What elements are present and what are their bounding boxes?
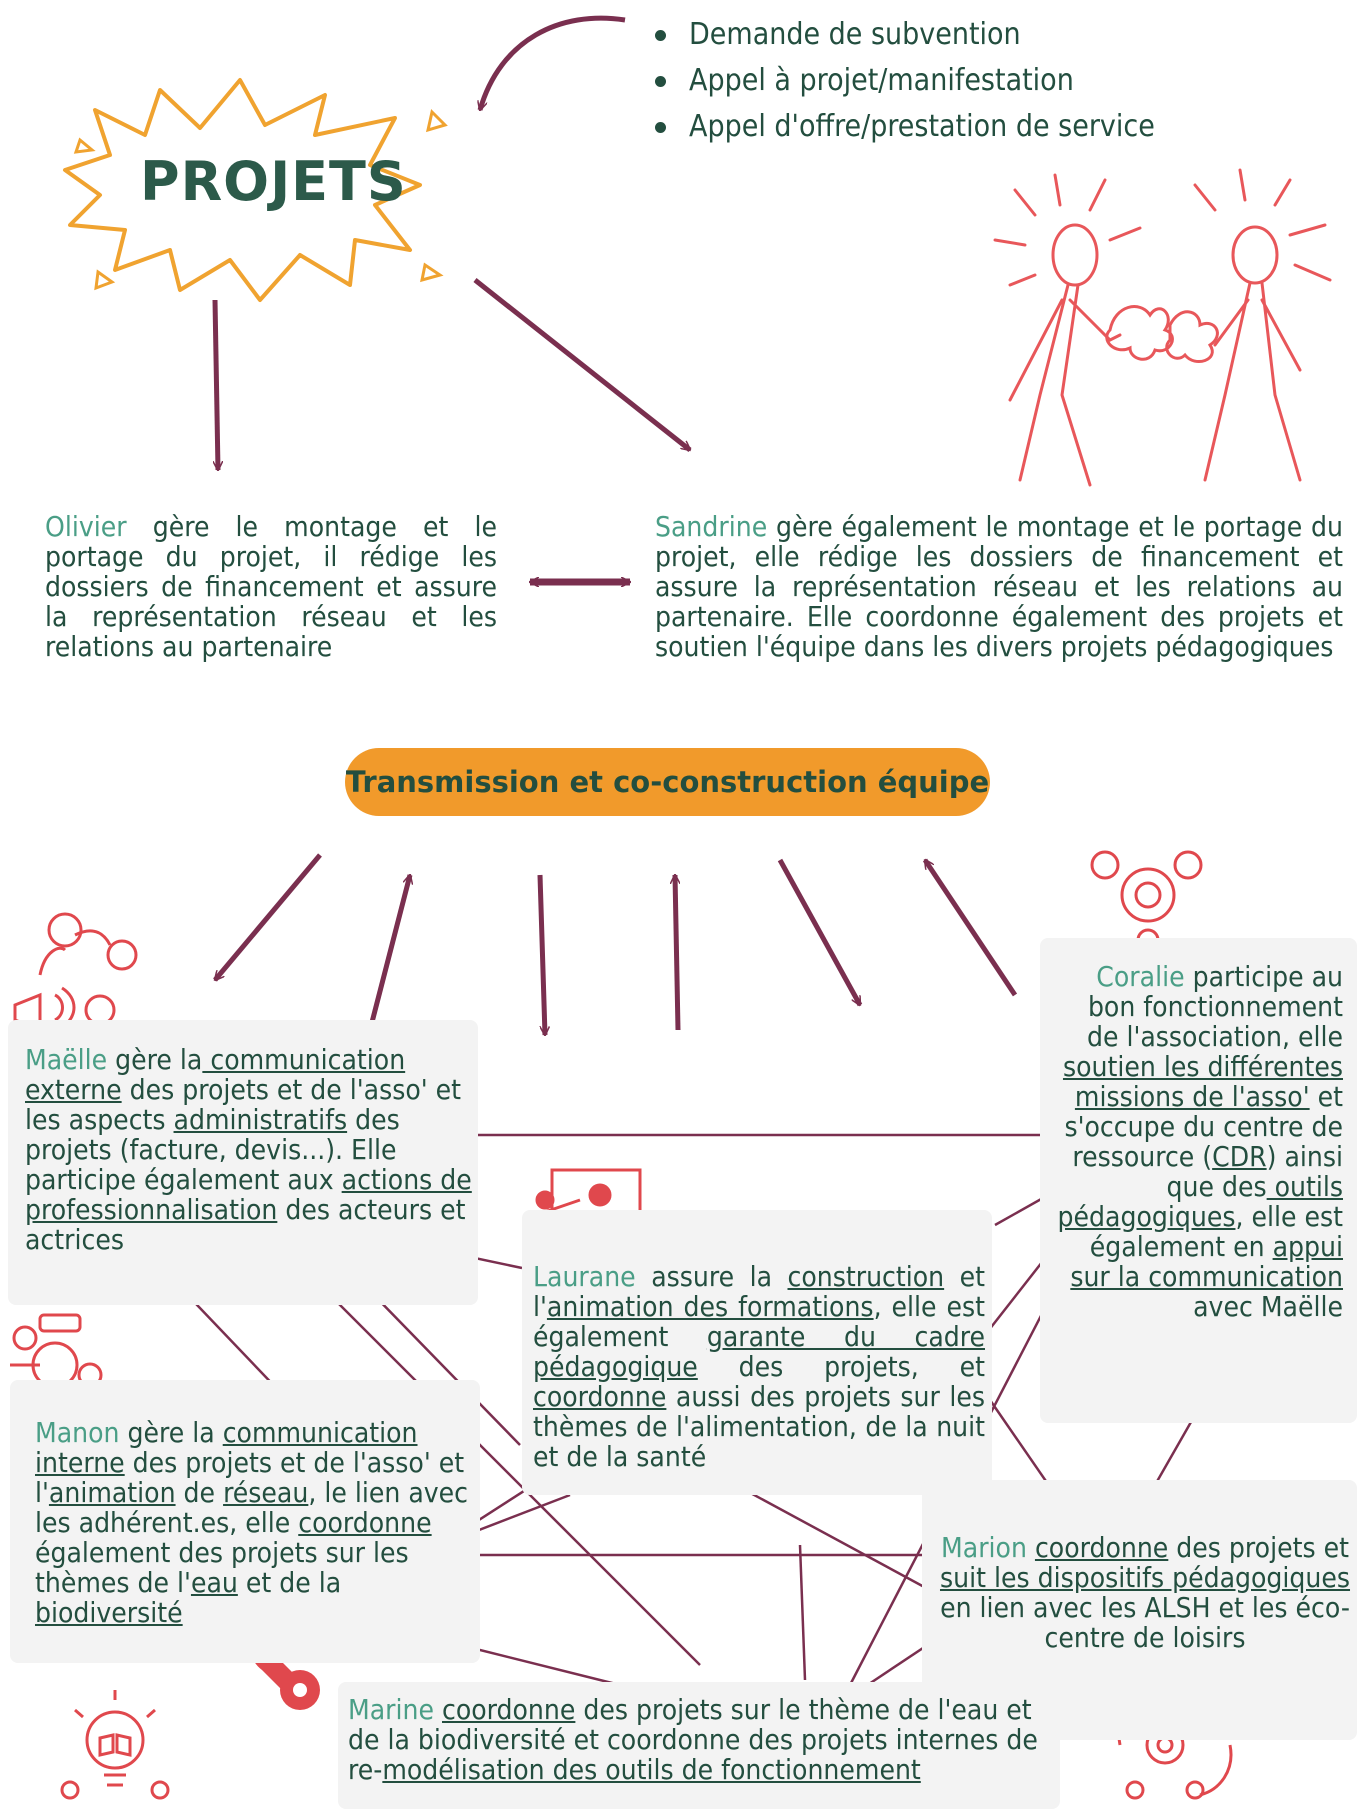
- underlined-text: animation: [48, 1476, 176, 1509]
- underlined-text: soutien les différentes missions de l'as…: [1062, 1050, 1343, 1113]
- starburst-tick: [425, 109, 448, 133]
- person-name: Sandrine: [655, 510, 768, 543]
- underlined-text: eau: [190, 1566, 238, 1599]
- text: des projets, et: [697, 1350, 985, 1383]
- underlined-text: suit les dispositifs pédagogiques: [939, 1561, 1351, 1594]
- text: gère la: [119, 1416, 223, 1449]
- person-name: Marion: [941, 1531, 1027, 1564]
- person-name: Laurane: [533, 1260, 636, 1293]
- underlined-text: CDR: [1212, 1140, 1267, 1173]
- underlined-text: appui sur la communication: [1070, 1230, 1343, 1293]
- arrow-down-center: [537, 874, 545, 1035]
- bullet-item: Demande de subvention: [655, 12, 1155, 58]
- text: assure la: [635, 1260, 788, 1293]
- text: et de la: [237, 1566, 342, 1599]
- projets-title: PROJETS: [140, 150, 407, 213]
- marion-description: Marion coordonne des projets et suit les…: [935, 1533, 1355, 1653]
- underlined-text: coordonne: [298, 1506, 432, 1539]
- transmission-label: Transmission et co-construction équipe: [345, 765, 990, 799]
- arrow-to-olivier: [212, 299, 218, 470]
- person-name: Manon: [35, 1416, 120, 1449]
- underlined-text: coordonne: [442, 1693, 576, 1726]
- team-figures-illustration: [993, 168, 1332, 487]
- underlined-text: garante du cadre pédagogique: [533, 1320, 985, 1383]
- starburst-shape: [63, 78, 422, 302]
- laurane-description: Laurane assure la construction et l'anim…: [533, 1262, 985, 1472]
- person-name: Olivier: [45, 510, 127, 543]
- arrow-down-left: [213, 853, 322, 980]
- person-name: Coralie: [1096, 960, 1185, 993]
- laurane-card: [522, 1210, 992, 1495]
- person-name: Marine: [348, 1693, 434, 1726]
- arrow-up-left: [367, 875, 410, 1031]
- text: gère la: [107, 1043, 203, 1076]
- text: , elle est également en: [1089, 1200, 1343, 1263]
- arrow-up-right: [922, 860, 1018, 997]
- description-text: gère également le montage et le portage …: [655, 510, 1343, 663]
- text: aussi des projets sur les thèmes de l'al…: [533, 1380, 985, 1473]
- text: participe au bon fonctionnement de l'ass…: [1086, 960, 1343, 1053]
- bullet-item: Appel à projet/manifestation: [655, 58, 1155, 104]
- manon-description: Manon gère la communication interne des …: [35, 1418, 475, 1628]
- funding-types-list: Demande de subvention Appel à projet/man…: [655, 12, 1155, 150]
- text: également des projets sur les thèmes de …: [35, 1536, 409, 1599]
- text: [1027, 1531, 1035, 1564]
- underlined-text: outils pédagogiques: [1057, 1170, 1343, 1233]
- arrow-up-center: [675, 875, 681, 1031]
- bullet-item: Appel d'offre/prestation de service: [655, 104, 1155, 150]
- curved-arrow: [480, 15, 626, 110]
- text: des projets et: [1168, 1531, 1349, 1564]
- marine-description: Marine coordonne des projets sur le thèm…: [348, 1695, 1054, 1785]
- underlined-text: communication interne: [35, 1416, 418, 1479]
- text: des acteurs et actrices: [25, 1193, 466, 1256]
- starburst-tick: [94, 269, 116, 291]
- underlined-text: coordonne: [533, 1380, 667, 1413]
- arrow-to-sandrine: [473, 278, 690, 452]
- text: des projets et de l'asso' et les aspects: [25, 1073, 462, 1136]
- maelle-card: [8, 1020, 478, 1305]
- lightbulb-book-icon: [60, 1690, 170, 1800]
- text: [434, 1693, 442, 1726]
- underlined-text: réseau: [223, 1476, 309, 1509]
- text: , elle est également: [533, 1290, 985, 1353]
- underlined-text: biodiversité: [35, 1596, 183, 1629]
- text: , le lien avec les adhérent.es, elle: [35, 1476, 469, 1539]
- text: en lien avec les ALSH et les éco-centre …: [940, 1591, 1350, 1654]
- text: et l': [533, 1260, 986, 1323]
- sandrine-description: Sandrine gère également le montage et le…: [655, 512, 1343, 662]
- underlined-text: coordonne: [1034, 1531, 1169, 1564]
- text: ) ainsi que des: [1166, 1140, 1343, 1203]
- person-name: Maëlle: [25, 1043, 108, 1076]
- underlined-text: construction: [787, 1260, 945, 1293]
- manon-card: [10, 1380, 480, 1663]
- underlined-text: administratifs: [173, 1103, 348, 1136]
- text: des projets (facture, devis...). Elle pa…: [25, 1103, 400, 1196]
- underlined-text: communication externe: [25, 1043, 406, 1106]
- coralie-card: [1040, 938, 1357, 1423]
- starburst-tick: [420, 262, 444, 283]
- starburst-tick: [73, 137, 96, 154]
- text: des projets sur le thème de l'eau et de …: [348, 1693, 1038, 1786]
- description-text: gère le montage et le portage du projet,…: [45, 510, 497, 663]
- transmission-banner: Transmission et co-construction équipe: [345, 748, 990, 816]
- marine-card: [338, 1682, 1060, 1809]
- text: avec Maëlle: [1193, 1290, 1343, 1323]
- underlined-text: actions de professionnalisation: [25, 1163, 472, 1226]
- underlined-text: animation des formations: [546, 1290, 874, 1323]
- coralie-description: Coralie participe au bon fonctionnement …: [1055, 962, 1343, 1322]
- underlined-text: modélisation des outils de fonctionnemen…: [382, 1753, 921, 1786]
- text: des projets et de l'asso' et l': [35, 1446, 465, 1509]
- text: et s'occupe du centre de ressource (: [1064, 1080, 1343, 1173]
- text: de: [175, 1476, 224, 1509]
- maelle-description: Maëlle gère la communication externe des…: [25, 1045, 475, 1255]
- arrow-down-right: [777, 858, 863, 1005]
- olivier-description: Olivier gère le montage et le portage du…: [45, 512, 497, 662]
